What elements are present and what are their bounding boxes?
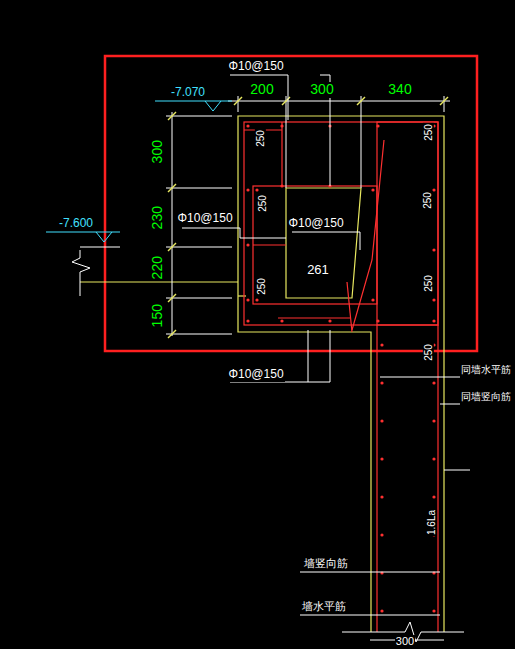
spacing-text: 250 — [422, 191, 433, 210]
dimension-text: 340 — [387, 82, 412, 97]
dimension-text: 230 — [150, 205, 165, 230]
dimension-text: 261 — [306, 263, 330, 277]
dimension-text: 220 — [150, 255, 165, 280]
rebar-dot — [255, 298, 258, 301]
spacing-text: 250 — [423, 343, 434, 362]
rebar-dot — [246, 124, 249, 127]
rebar-dot — [246, 188, 249, 191]
rebar-dot — [432, 419, 435, 422]
concrete-outline — [80, 116, 444, 632]
rebar-dot — [371, 188, 374, 191]
spacing-text: 250 — [257, 194, 268, 213]
dimension-text: 300 — [150, 139, 165, 164]
dimension-text: 150 — [150, 303, 165, 328]
rebar-dot — [280, 319, 283, 322]
rebar-dot — [380, 419, 383, 422]
rebar-dot — [380, 495, 383, 498]
rebar-callout: Φ10@150 — [227, 60, 284, 73]
spacing-text: 250 — [255, 129, 266, 148]
rebar-dot — [432, 248, 435, 251]
rebar-dot — [255, 188, 258, 191]
spacing-text: 250 — [256, 277, 267, 296]
dimension-lines — [166, 96, 450, 640]
rebar-dot — [376, 124, 379, 127]
rebar-note: 墙竖向筋 — [303, 557, 349, 569]
rebar-dot — [380, 533, 383, 536]
rebar-dot — [246, 319, 249, 322]
rebar-callout: Φ10@150 — [176, 212, 233, 225]
rebar-dot — [380, 457, 383, 460]
rebar-dot — [432, 457, 435, 460]
rebar-dot — [432, 609, 435, 612]
rebar-callout: Φ10@150 — [287, 217, 344, 230]
rebar-dot — [280, 184, 283, 187]
rebar-dot — [371, 298, 374, 301]
dimension-text: 300 — [395, 635, 415, 647]
rebar-dot — [432, 381, 435, 384]
dimension-text: 300 — [309, 82, 334, 97]
rebar-note: 同墙竖向筋 — [460, 391, 512, 402]
rebar-dot — [328, 319, 331, 322]
dimension-text: 200 — [249, 82, 274, 97]
rebar-note: 同墙水平筋 — [460, 364, 512, 375]
rebar-dot — [380, 343, 383, 346]
spacing-text: 250 — [423, 123, 434, 142]
spacing-text: 250 — [423, 274, 434, 293]
rebar-dot — [432, 495, 435, 498]
rebar-dot — [246, 243, 249, 246]
elevation-label: -7.070 — [170, 86, 206, 99]
rebar-dot — [432, 319, 435, 322]
elevation-label: -7.600 — [58, 217, 94, 230]
dimension-ticks — [168, 97, 448, 338]
anchorage-length: 1.6La — [427, 508, 438, 535]
rebar-dot — [432, 298, 435, 301]
rebar-dot — [380, 609, 383, 612]
rebar-dot — [376, 319, 379, 322]
highlight-frame — [105, 56, 477, 351]
rebar-dot — [280, 124, 283, 127]
rebar-note: 墙水平筋 — [301, 600, 347, 612]
rebar-dot — [380, 381, 383, 384]
rebar-dot — [432, 188, 435, 191]
leader-lines — [72, 75, 470, 642]
rebar-callout: Φ10@150 — [227, 368, 284, 381]
rebar-dot — [246, 298, 249, 301]
